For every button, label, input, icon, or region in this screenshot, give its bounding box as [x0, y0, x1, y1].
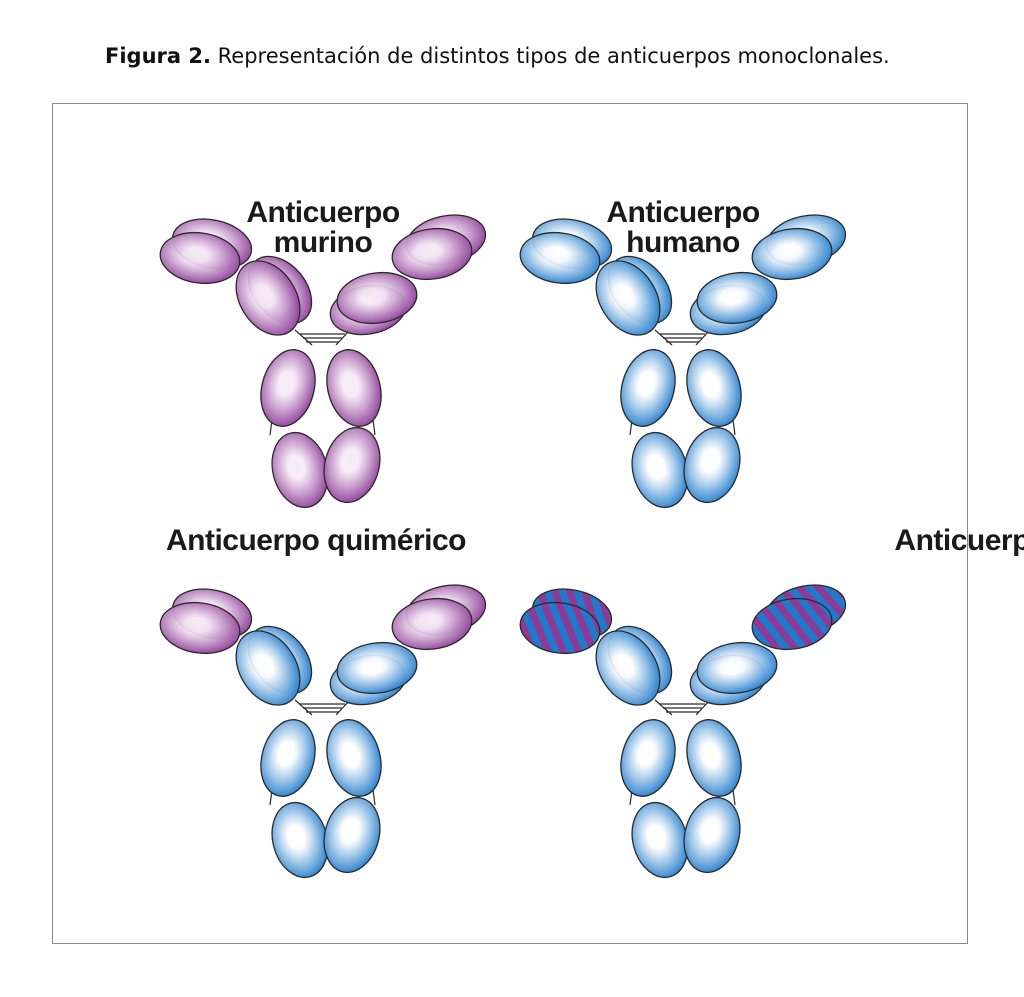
variable-domain: [159, 231, 241, 285]
constant-domain: [595, 630, 661, 706]
constant-domain: [336, 271, 418, 325]
variable-domain: [751, 227, 833, 281]
fc-domain: [620, 349, 676, 427]
antibody-label: Anticuerpo quimérico: [166, 524, 466, 557]
antibody-humanizado: Anticuerpo humanizado: [519, 524, 1024, 879]
constant-domain: [595, 260, 661, 336]
constant-domain: [696, 271, 778, 325]
antibody-quimerico: Anticuerpo quimérico: [159, 524, 487, 879]
figure-caption: Figura 2. Representación de distintos ti…: [105, 44, 890, 68]
fc-domain: [683, 426, 741, 504]
antibody-label: Anticuerpo: [246, 196, 400, 229]
linker-line: [732, 789, 736, 806]
constant-domain: [336, 641, 418, 695]
constant-domain: [235, 260, 301, 336]
fc-domain: [323, 796, 381, 874]
fc-domain: [686, 719, 742, 797]
fc-domain: [260, 349, 316, 427]
linker-line: [372, 789, 376, 806]
variable-domain: [391, 227, 473, 281]
figure-frame: [52, 103, 968, 944]
variable-domain: [519, 601, 601, 655]
fc-domain: [326, 349, 382, 427]
fc-domain: [260, 719, 316, 797]
fc-domain: [620, 719, 676, 797]
constant-domain: [696, 641, 778, 695]
variable-domain: [391, 597, 473, 651]
antibody-label: murino: [274, 226, 373, 259]
variable-domain: [519, 231, 601, 285]
caption-label: Figura 2.: [105, 44, 211, 68]
variable-domain: [159, 601, 241, 655]
antibody-label: humano: [626, 226, 740, 259]
constant-domain: [235, 630, 301, 706]
linker-line: [732, 419, 736, 436]
fc-domain: [323, 426, 381, 504]
fc-domain: [326, 719, 382, 797]
antibody-label: Anticuerpo humanizado: [894, 524, 1024, 557]
variable-domain: [751, 597, 833, 651]
fc-domain: [686, 349, 742, 427]
linker-line: [372, 419, 376, 436]
caption-text: Representación de distintos tipos de ant…: [210, 44, 890, 68]
antibody-label: Anticuerpo: [606, 196, 760, 229]
fc-domain: [683, 796, 741, 874]
